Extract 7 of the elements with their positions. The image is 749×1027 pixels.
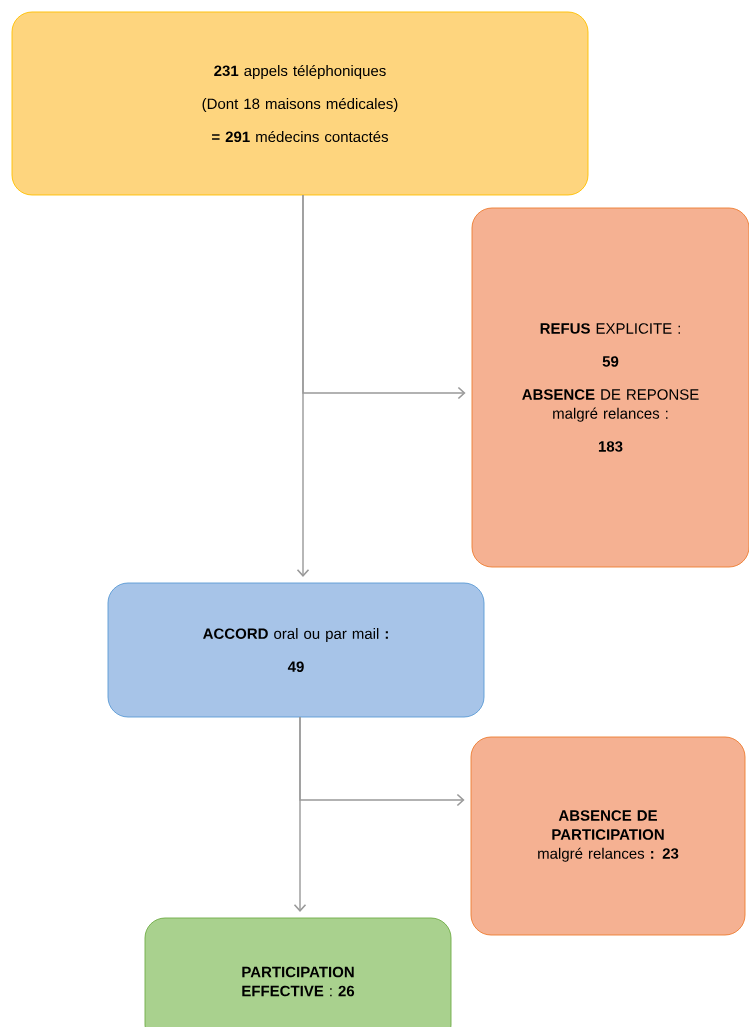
process-box: 231 appels téléphoniques (Dont 18 maisons médicales) = 291 médecins contactés [11,11,589,196]
process-box: ACCORD oral ou par mail : 49 [107,582,485,718]
process-box: ABSENCE DE PARTICIPATION malgré relances : 23 [470,736,746,936]
arrow [296,194,310,577]
arrow [293,716,307,912]
process-box: REFUS EXPLICITE : 59 ABSENCE DE REPONSE malgré relances : 183 [471,207,749,568]
process-box: PARTICIPATION EFFECTIVE : 26 [144,917,452,1027]
